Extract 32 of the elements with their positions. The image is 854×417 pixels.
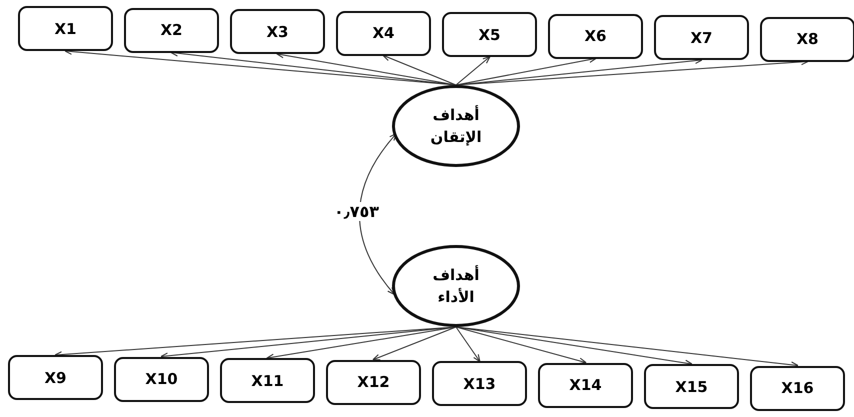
arrow [456, 57, 703, 86]
indicator-box: X1 [18, 6, 113, 51]
latent-variable-ellipse [392, 245, 520, 327]
indicator-box: X11 [220, 358, 315, 403]
latent-variable-ellipse [392, 85, 520, 167]
indicator-box: X3 [230, 9, 325, 54]
arrow [382, 54, 456, 86]
variable-label: أهداف الأداء [432, 264, 480, 308]
indicator-box: X13 [432, 361, 527, 406]
indicator-box: X4 [336, 10, 431, 56]
indicator-box: X6 [548, 14, 643, 58]
arrow [456, 326, 693, 366]
arrow [359, 132, 397, 296]
arrow [456, 326, 480, 362]
indicator-box: X5 [442, 12, 537, 57]
indicator-box: X9 [8, 355, 103, 400]
arrow [456, 56, 491, 86]
arrow [456, 56, 597, 86]
indicator-box: X12 [326, 360, 421, 404]
arrow [276, 52, 456, 86]
indicator-box: X10 [114, 356, 209, 402]
arrow [456, 326, 587, 364]
indicator-box: X14 [538, 362, 633, 408]
arrow [372, 326, 456, 360]
indicator-box: X2 [124, 8, 219, 52]
indicator-box: X7 [654, 15, 749, 60]
indicator-box: X16 [750, 366, 845, 410]
variable-label: أهداف الإتقان [429, 104, 483, 148]
arrow [456, 326, 799, 368]
arrow [266, 326, 456, 360]
indicator-box: X15 [644, 364, 739, 409]
indicator-box: X8 [760, 16, 854, 62]
